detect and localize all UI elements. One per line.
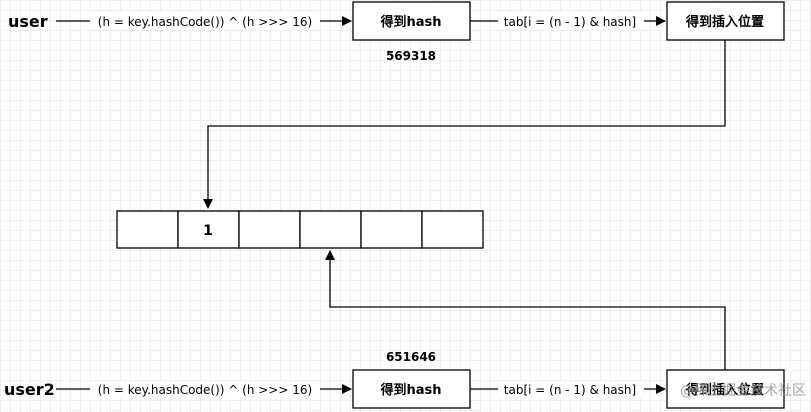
bottom-hash-box xyxy=(352,369,471,409)
bottom-hash-box-label: 得到hash xyxy=(379,382,441,398)
watermark: @稀土掘金技术社区 xyxy=(680,383,806,399)
top-hash-value: 569318 xyxy=(386,49,436,63)
top-index-formula-bg xyxy=(498,13,644,30)
bottom-formula-bg xyxy=(90,381,320,398)
table-cell xyxy=(116,210,179,249)
bottom-connector-to-table xyxy=(325,250,726,370)
table-cell-value: 1 xyxy=(203,223,213,239)
top-position-box-label: 得到插入位置 xyxy=(685,14,764,30)
hash-table: 1 xyxy=(116,210,484,249)
bottom-position-box xyxy=(666,369,785,409)
table-cell xyxy=(238,210,301,249)
top-index-formula: tab[i = (n - 1) & hash] xyxy=(504,15,636,29)
bottom-index-formula-bg xyxy=(498,381,644,398)
table-cell xyxy=(299,210,362,249)
top-hash-box-label: 得到hash xyxy=(379,14,441,30)
top-connector-to-table xyxy=(203,40,726,209)
bottom-hash-value: 651646 xyxy=(386,350,436,364)
bottom-position-box-label: 得到插入位置 xyxy=(685,382,764,398)
bottom-hash-formula: (h = key.hashCode()) ^ (h >>> 16) xyxy=(98,383,312,397)
top-formula-bg xyxy=(90,13,320,30)
table-cell xyxy=(360,210,423,249)
top-source-label: user xyxy=(8,12,48,31)
bottom-source-label: user2 xyxy=(4,380,55,399)
top-hash-formula: (h = key.hashCode()) ^ (h >>> 16) xyxy=(98,15,312,29)
table-cell xyxy=(421,210,484,249)
bottom-index-formula: tab[i = (n - 1) & hash] xyxy=(504,383,636,397)
